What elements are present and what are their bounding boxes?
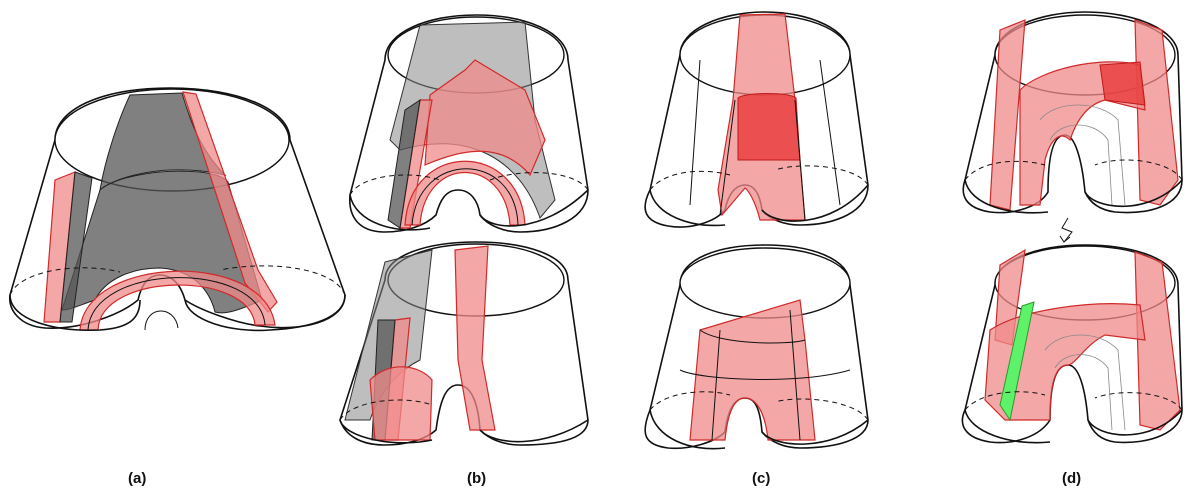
panel-b-label: (b) <box>467 470 486 487</box>
panel-b-bottom-shape <box>340 242 588 445</box>
panel-a-shape <box>10 88 345 330</box>
panel-d-label: (d) <box>1062 470 1081 487</box>
panel-c-top-shape <box>645 12 868 227</box>
transition-arrow-icon <box>1060 218 1072 242</box>
panel-d-bottom-shape <box>962 245 1182 443</box>
panel-d-top-shape <box>963 12 1182 213</box>
panel-a-label: (a) <box>128 470 146 487</box>
panel-c-label: (c) <box>752 470 770 487</box>
panel-b-top-shape <box>350 15 588 232</box>
panel-c-bottom-shape <box>645 245 868 449</box>
